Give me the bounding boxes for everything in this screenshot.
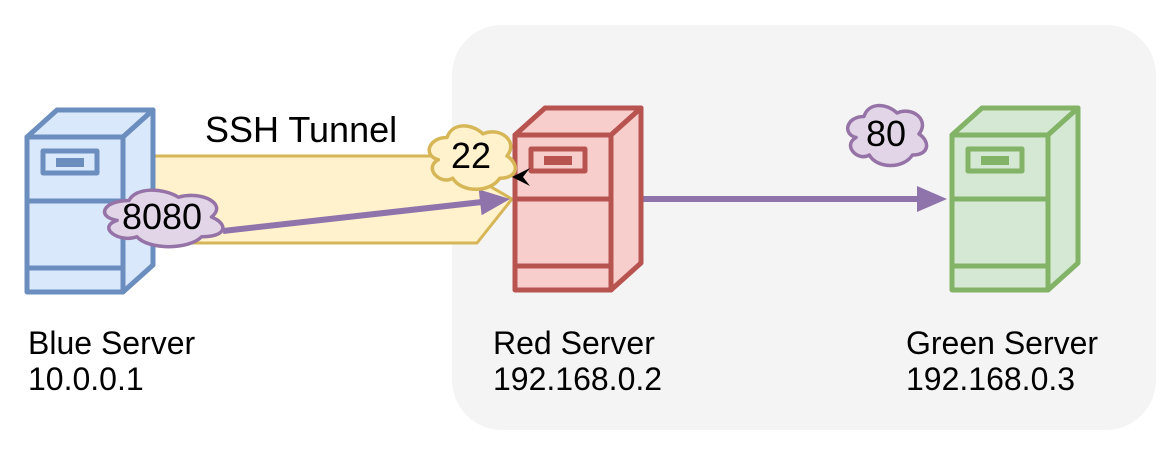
green-server-name: Green Server (906, 325, 1099, 361)
port-22-cloud: 22 (419, 115, 523, 197)
green-server-ip: 192.168.0.3 (906, 361, 1076, 397)
tunneled-traffic-arrow (222, 199, 483, 234)
cloud-icon (846, 103, 929, 168)
cloud-icon (427, 124, 517, 192)
port-8080-cloud: 8080 (92, 180, 232, 254)
port-80-cloud: 80 (838, 95, 934, 173)
blue-server-ip: 10.0.0.1 (28, 361, 144, 397)
cursor-arrow-icon (512, 168, 530, 186)
cloud-icon (102, 188, 225, 249)
blue-server-label: Blue Server 10.0.0.1 (28, 325, 195, 397)
red-server-icon (512, 105, 644, 293)
ssh-tunnel-label: SSH Tunnel (205, 109, 398, 150)
red-server-name: Red Server (493, 325, 655, 361)
blue-server-name: Blue Server (28, 325, 196, 361)
red-server-ip: 192.168.0.2 (493, 361, 663, 397)
red-server-label: Red Server 192.168.0.2 (493, 325, 662, 397)
port-8080-label: 8080 (121, 196, 203, 237)
green-server-icon (949, 105, 1081, 293)
port-80-label: 80 (865, 113, 907, 154)
tunneled-traffic-arrowhead-icon (478, 189, 510, 216)
port-22-label: 22 (450, 135, 492, 176)
green-server-label: Green Server 192.168.0.3 (906, 325, 1098, 397)
forwarded-traffic-arrowhead-icon (917, 186, 947, 212)
